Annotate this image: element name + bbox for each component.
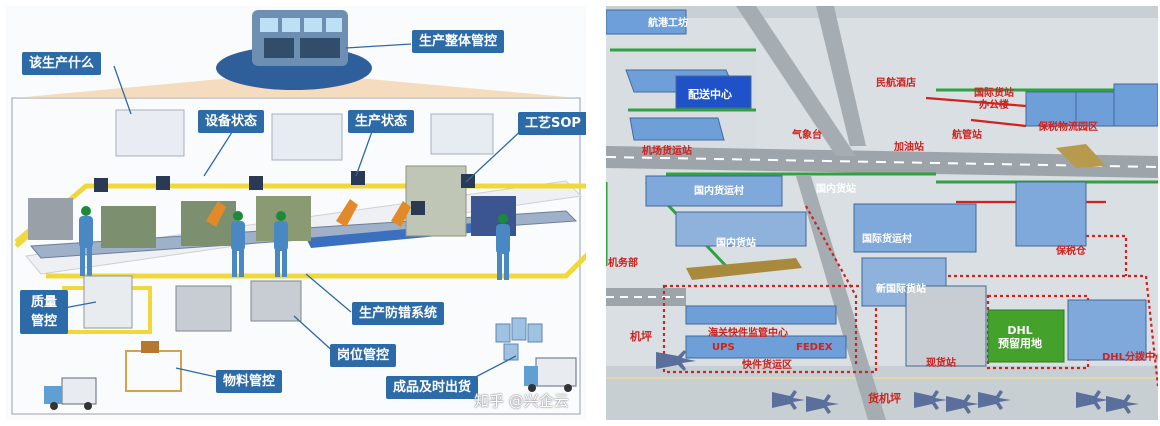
label-weather-station: 气象台 (792, 130, 822, 141)
label-finished-goods: 成品及时出货 (386, 376, 479, 399)
machine (405, 165, 467, 237)
label-production-control: 生产整体管控 (412, 30, 505, 53)
label-domestic-cargo: 国内货站 (716, 238, 756, 249)
label-apron: 机坪 (630, 330, 652, 343)
label-top-building: 航港工坊 (648, 18, 688, 29)
label-dhl-hub: DHL分拨中心 (1102, 352, 1158, 363)
label-customs-express: 海关快件监管中心 (708, 328, 788, 339)
label-quality-control: 质量 管控 (20, 290, 68, 334)
label-new-intl-station: 新国际货站 (876, 284, 926, 295)
label-airline-station: 航管站 (952, 130, 982, 141)
watermark: 知乎 @兴企云 (474, 392, 569, 410)
label-production-status: 生产状态 (348, 110, 415, 133)
label-station-control: 岗位管控 (330, 344, 397, 367)
label-intl-village: 国际货运村 (862, 234, 912, 245)
label-error-proofing: 生产防错系统 (352, 302, 445, 325)
label-cargo-apron: 货机坪 (868, 392, 901, 405)
label-what-to-produce: 该生产什么 (22, 52, 102, 75)
label-current-station: 现货站 (926, 358, 956, 369)
label-fedex: FEDEX (796, 342, 833, 353)
label-equipment-status: 设备状态 (198, 110, 265, 133)
label-intl-office: 国际货站 办公楼 (974, 88, 1014, 111)
label-process-sop: 工艺SOP (518, 112, 586, 135)
machine (181, 201, 236, 246)
label-ups: UPS (712, 342, 735, 353)
machine (101, 206, 156, 248)
label-bonded-warehouse: 保税仓 (1056, 246, 1086, 257)
label-dhl-reserved: DHL 预留用地 (998, 324, 1042, 350)
label-maintenance: 机务部 (608, 258, 638, 269)
machine (28, 198, 73, 240)
label-domestic-cargo-station: 国内货站 (816, 184, 856, 195)
factory-illustration (11, 10, 586, 415)
airport-logistics-map: 航港工坊 配送中心 民航酒店 国际货站 办公楼 气象台 加油站 航管站 保税物流… (606, 6, 1158, 420)
label-distribution-center: 配送中心 (688, 88, 732, 101)
label-bonded-logistics: 保税物流园区 (1038, 122, 1098, 133)
label-aviation-hotel: 民航酒店 (876, 78, 916, 89)
label-airport-cargo-station: 机场货运站 (642, 146, 692, 157)
label-express-zone: 快件货运区 (742, 360, 792, 371)
label-domestic-village: 国内货运村 (694, 186, 744, 197)
factory-diagram-panel: 生产整体管控 该生产什么 设备状态 生产状态 工艺SOP 质量 管控 生产防错系… (6, 6, 586, 420)
airport-map-illustration (606, 6, 1158, 420)
label-material-control: 物料管控 (216, 370, 283, 393)
label-gas-station: 加油站 (894, 142, 924, 153)
